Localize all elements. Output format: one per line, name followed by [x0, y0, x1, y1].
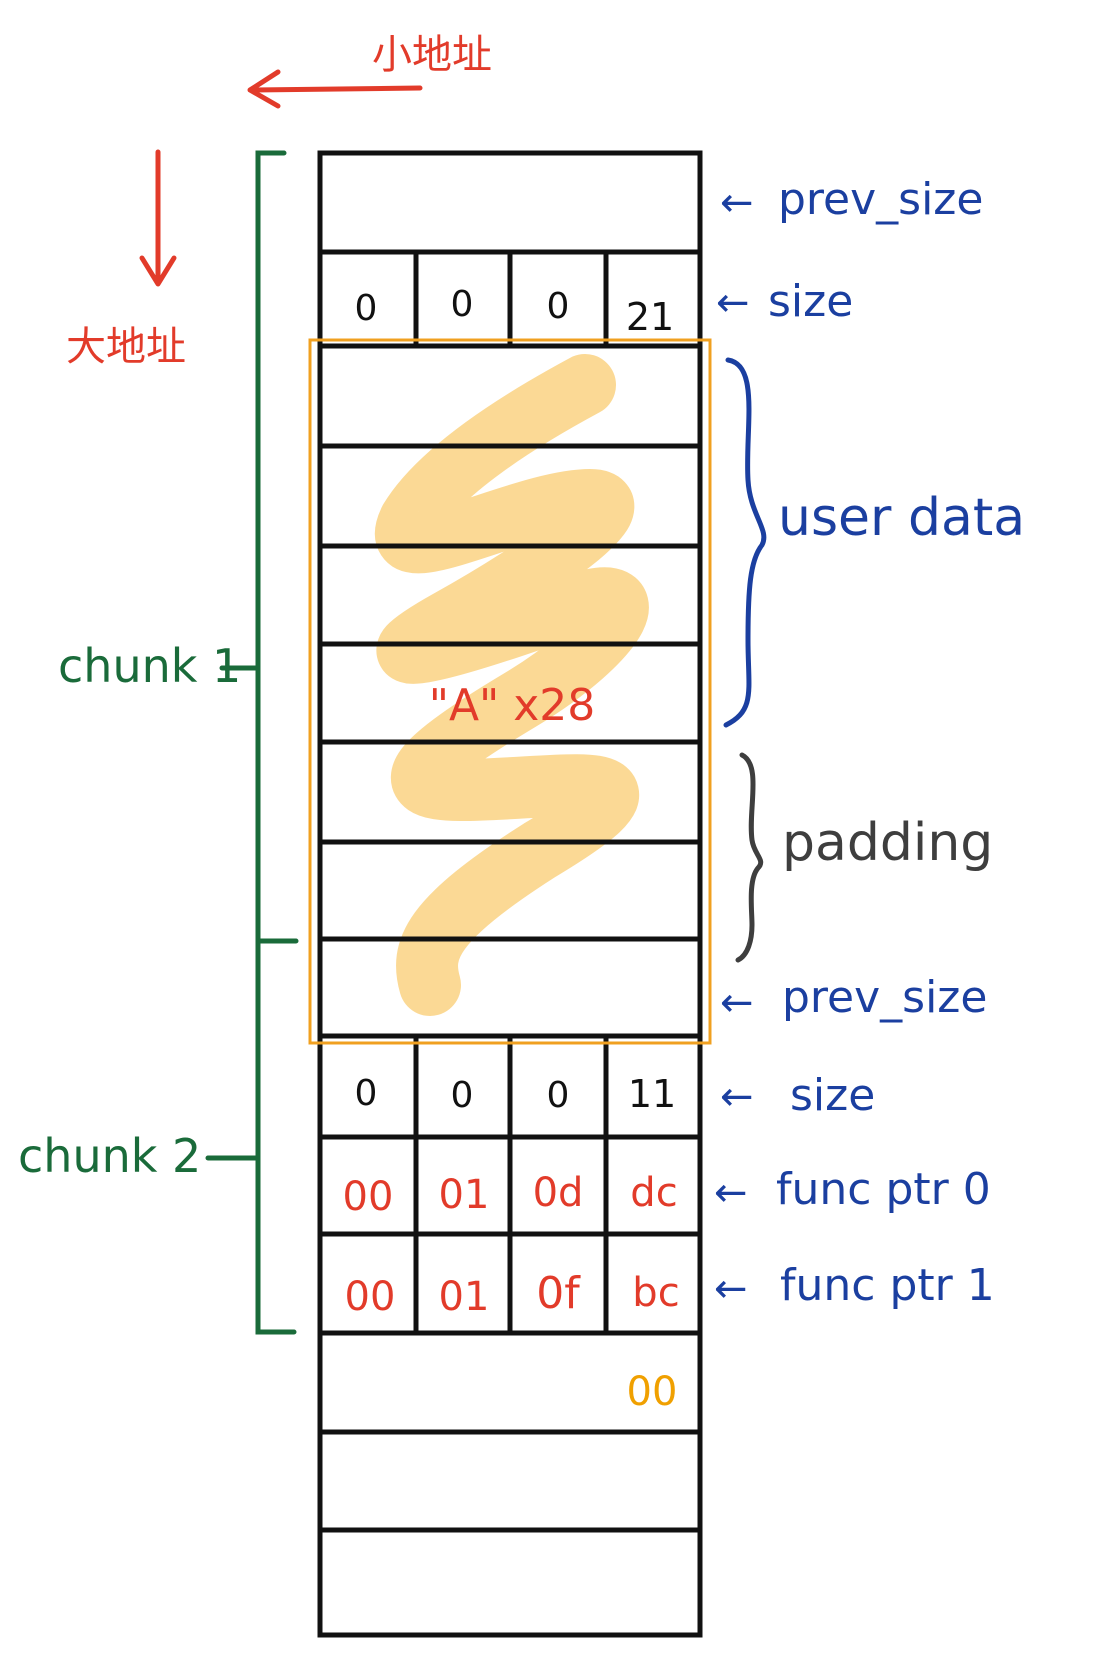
small-address-label: 小地址: [372, 32, 492, 78]
byte-cell: 21: [626, 295, 674, 339]
padding-label: padding: [782, 813, 993, 873]
size-label-2: size: [790, 1070, 875, 1121]
overwrite-region-box: [308, 338, 712, 1045]
down-arrow-head: [139, 255, 177, 287]
arrow-icon: ←: [720, 980, 754, 1026]
overwrite-scribble: [375, 354, 649, 1016]
func-ptr-0-bytes: 00 01 0d dc: [343, 1170, 678, 1220]
size-2-bytes: 0 0 0 11: [355, 1072, 677, 1116]
chunk-2-bracket: [255, 938, 297, 1335]
left-arrow-shaft: [249, 85, 423, 93]
byte-cell: 11: [628, 1072, 676, 1116]
arrow-icon: ←: [714, 1266, 748, 1312]
func-ptr-0-label: func ptr 0: [776, 1164, 991, 1215]
padding-brace: [735, 752, 764, 963]
address-direction-indicators: 小地址 大地址: [66, 32, 492, 370]
chunk-1-bracket: [255, 150, 299, 944]
memory-grid: [317, 150, 703, 1638]
byte-cell: 00: [343, 1174, 394, 1220]
chunk-2-label: chunk 2: [18, 1129, 201, 1183]
arrow-icon: ←: [720, 1074, 754, 1120]
overwrite-label: "A" x28: [429, 680, 596, 731]
large-address-label: 大地址: [66, 324, 186, 370]
byte-cell: 0: [451, 284, 474, 325]
arrow-icon: ←: [716, 280, 750, 326]
size-1-bytes: 0 0 0 21: [355, 284, 675, 339]
memory-column-outline: [317, 150, 703, 1638]
overflow-byte: 00: [627, 1369, 678, 1415]
byte-cell: 0: [355, 1073, 378, 1114]
byte-cell: bc: [632, 1270, 679, 1316]
prev-size-label-2: prev_size: [782, 972, 987, 1023]
field-annotations: ← prev_size ← size user data padding ← p…: [714, 174, 1025, 1312]
byte-cell: 01: [439, 1172, 490, 1218]
byte-cell: 0: [547, 1075, 570, 1116]
arrow-icon: ←: [720, 180, 754, 226]
byte-cell: 0: [355, 288, 378, 329]
byte-cell: 00: [345, 1274, 396, 1320]
chunk-brackets: [205, 150, 299, 1335]
arrow-icon: ←: [714, 1170, 748, 1216]
byte-cell: 0: [547, 286, 570, 327]
byte-cell: 0f: [536, 1268, 581, 1319]
byte-cell: 0d: [533, 1170, 584, 1216]
size-label-1: size: [768, 276, 853, 327]
func-ptr-1-bytes: 00 01 0f bc: [345, 1268, 680, 1320]
byte-cell: 0: [451, 1075, 474, 1116]
user-data-label: user data: [778, 488, 1025, 548]
prev-size-label-1: prev_size: [778, 174, 983, 225]
chunk-1-label: chunk 1: [58, 639, 241, 693]
byte-cell: dc: [630, 1170, 677, 1216]
user-data-brace: [723, 357, 767, 728]
byte-cell: 01: [439, 1274, 490, 1320]
func-ptr-1-label: func ptr 1: [780, 1260, 995, 1311]
left-arrow-head: [247, 69, 281, 109]
